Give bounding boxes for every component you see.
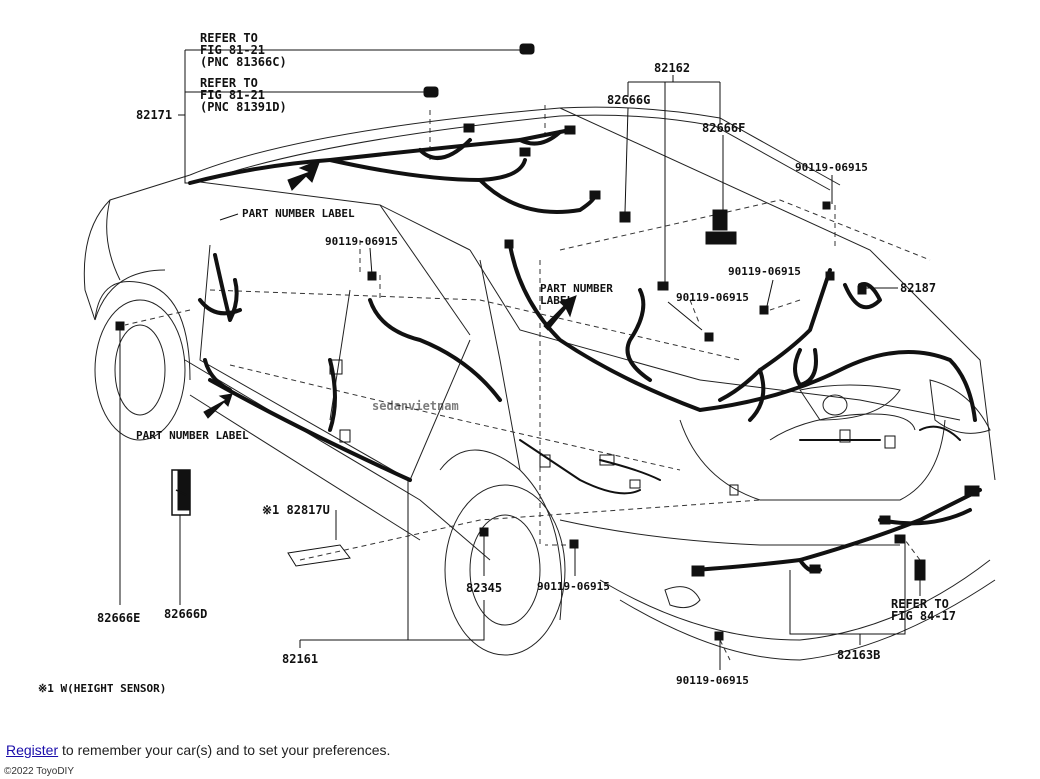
footnote: ※1 W(HEIGHT SENSOR) (38, 682, 166, 695)
callout-refer-81366c: REFER TO FIG 81-21 (PNC 81366C) (200, 31, 287, 69)
register-link[interactable]: Register (6, 742, 59, 758)
part-82162: 82162 (654, 61, 690, 75)
part-82187: 82187 (900, 281, 936, 295)
part-label-plate-82817u (287, 544, 351, 567)
wiring-harness-diagram: sedanvietnam REFER TO FIG 81-21 (PNC 813… (38, 31, 996, 695)
watermark: sedanvietnam (372, 399, 459, 413)
bolt-90119-06915: 90119-06915 (728, 265, 801, 278)
part-82163b: 82163B (837, 648, 880, 662)
bolt-90119-06915: 90119-06915 (795, 161, 868, 174)
car-body-outline (83, 106, 996, 661)
leader-lines (119, 49, 921, 670)
part-number-label-top: PART NUMBER LABEL (242, 207, 355, 220)
callout-line: FIG 84-17 (891, 609, 956, 623)
part-82817u: ※1 82817U (262, 503, 330, 517)
callout-line: FIG 81-21 (200, 88, 265, 102)
callout-refer-84-17: REFER TO FIG 84-17 (891, 597, 956, 623)
bolt-90119-06915: 90119-06915 (676, 291, 749, 304)
wire-harnesses (188, 128, 982, 574)
bolt-90119-06915: 90119-06915 (325, 235, 398, 248)
part-82666e: 82666E (97, 611, 140, 625)
bolt-90119-06915: 90119-06915 (537, 580, 610, 593)
part-82345: 82345 (466, 581, 502, 595)
callout-line: REFER TO (200, 76, 258, 90)
part-82666f: 82666F (702, 121, 745, 135)
part-number-label-mid: PART NUMBER (540, 282, 613, 295)
register-note-text: to remember your car(s) and to set your … (58, 742, 391, 758)
part-82161: 82161 (282, 652, 318, 666)
copyright: ©2022 ToyoDIY (4, 766, 75, 777)
callout-line: (PNC 81391D) (200, 100, 287, 114)
hidden-lines (124, 105, 931, 661)
callout-line: REFER TO (200, 31, 258, 45)
part-82666d: 82666D (164, 607, 207, 621)
height-sensor (171, 469, 191, 516)
part-82666g: 82666G (607, 93, 650, 107)
part-number-label-left: PART NUMBER LABEL (136, 429, 249, 442)
bolt-90119-06915: 90119-06915 (676, 674, 749, 687)
part-number-label-mid: LABEL (540, 294, 573, 307)
callout-line: REFER TO (891, 597, 949, 611)
callout-line: FIG 81-21 (200, 43, 265, 57)
part-82171: 82171 (136, 108, 172, 122)
callout-line: (PNC 81366C) (200, 55, 287, 69)
register-note: Register to remember your car(s) and to … (6, 742, 390, 758)
label-arrows (203, 159, 577, 419)
callout-refer-81391d: REFER TO FIG 81-21 (PNC 81391D) (200, 76, 287, 114)
